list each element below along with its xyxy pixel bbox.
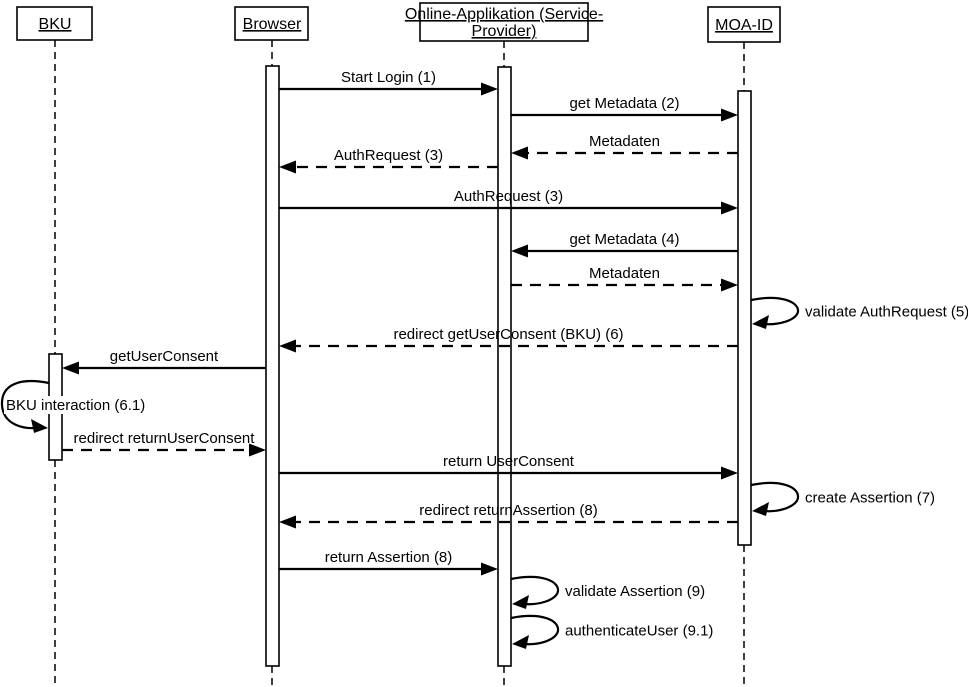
message-label: return Assertion (8) [325, 549, 453, 566]
activation-bar-browser [265, 65, 280, 667]
message-arrowhead [481, 562, 498, 576]
self-message-arrowhead [512, 595, 529, 609]
activation-bar-moa [737, 90, 752, 546]
message-arrowhead [721, 278, 738, 292]
message-arrowhead [511, 146, 528, 160]
actor-label-moa: MOA-ID [715, 17, 773, 34]
message-arrowhead [62, 361, 79, 375]
actor-box-moa [707, 6, 781, 43]
self-message-label: validate AuthRequest (5) [805, 304, 968, 321]
message-label: Metadaten [589, 265, 660, 282]
self-message-arrowhead [31, 419, 48, 433]
self-message-label-bg [4, 396, 142, 414]
message-arrowhead [481, 82, 498, 96]
message-label: Metadaten [589, 133, 660, 150]
self-message-arc [510, 614, 560, 646]
message-label: AuthRequest (3) [334, 147, 443, 164]
self-message-arrowhead [512, 635, 529, 649]
message-label: getUserConsent [110, 348, 219, 365]
message-arrowhead [721, 108, 738, 122]
message-arrowhead [279, 515, 296, 529]
message-label: redirect returnAssertion (8) [419, 502, 597, 519]
message-arrowhead [511, 244, 528, 258]
actor-box-bku [16, 6, 93, 41]
self-message-arc [0, 379, 50, 430]
message-label: return UserConsent [443, 453, 575, 470]
actor-label-browser: Browser [243, 16, 302, 33]
message-arrowhead [279, 339, 296, 353]
message-label: get Metadata (4) [569, 231, 679, 248]
message-label: get Metadata (2) [569, 95, 679, 112]
self-message-label: BKU interaction (6.1) [6, 397, 145, 414]
self-message-arc [510, 575, 560, 606]
message-arrowhead [721, 201, 738, 215]
actor-box-oa [419, 2, 589, 42]
message-label: AuthRequest (3) [454, 188, 563, 205]
self-message-arc [750, 296, 800, 326]
self-message-label: authenticateUser (9.1) [565, 623, 713, 640]
self-message-arrowhead [752, 502, 769, 516]
message-label: redirect returnUserConsent [74, 430, 256, 447]
actor-box-browser [234, 6, 309, 41]
message-label: Start Login (1) [341, 69, 436, 86]
self-message-arrowhead [752, 315, 769, 329]
self-message-label: validate Assertion (9) [565, 583, 705, 600]
message-arrowhead [249, 443, 266, 457]
actor-label-oa: Online-Applikation (Service-Provider) [405, 6, 603, 40]
self-message-arc [750, 481, 800, 513]
activation-bar-oa [497, 66, 512, 667]
actor-label-bku: BKU [39, 16, 72, 33]
message-arrowhead [279, 160, 296, 174]
self-message-label: create Assertion (7) [805, 490, 935, 507]
message-arrowhead [721, 466, 738, 480]
message-label: redirect getUserConsent (BKU) (6) [393, 326, 623, 343]
